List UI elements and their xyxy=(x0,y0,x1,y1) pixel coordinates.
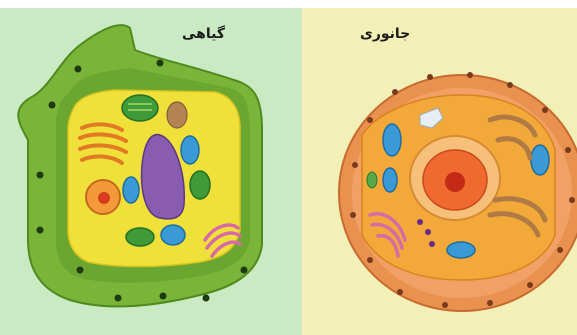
animal-cell xyxy=(339,72,577,311)
animal-cell-label: جانوری xyxy=(360,26,410,42)
plant-nucleolus xyxy=(98,192,110,204)
animal-lysosome xyxy=(367,172,377,188)
plant-chloroplast xyxy=(126,228,154,246)
plant-chloroplast xyxy=(122,95,158,121)
plant-chloroplast xyxy=(190,171,210,199)
animal-mitochondrion xyxy=(531,145,549,175)
plant-cell xyxy=(18,25,262,306)
plant-mitochondrion xyxy=(161,225,185,245)
plant-peroxisome xyxy=(167,102,187,128)
animal-mitochondrion xyxy=(383,124,401,156)
plant-mitochondrion xyxy=(181,136,199,164)
animal-nucleolus xyxy=(445,172,465,192)
animal-mitochondrion xyxy=(447,242,475,258)
animal-mitochondrion xyxy=(383,168,397,192)
plant-cell-label: گیاهی xyxy=(182,26,225,42)
plant-mitochondrion xyxy=(123,177,139,203)
